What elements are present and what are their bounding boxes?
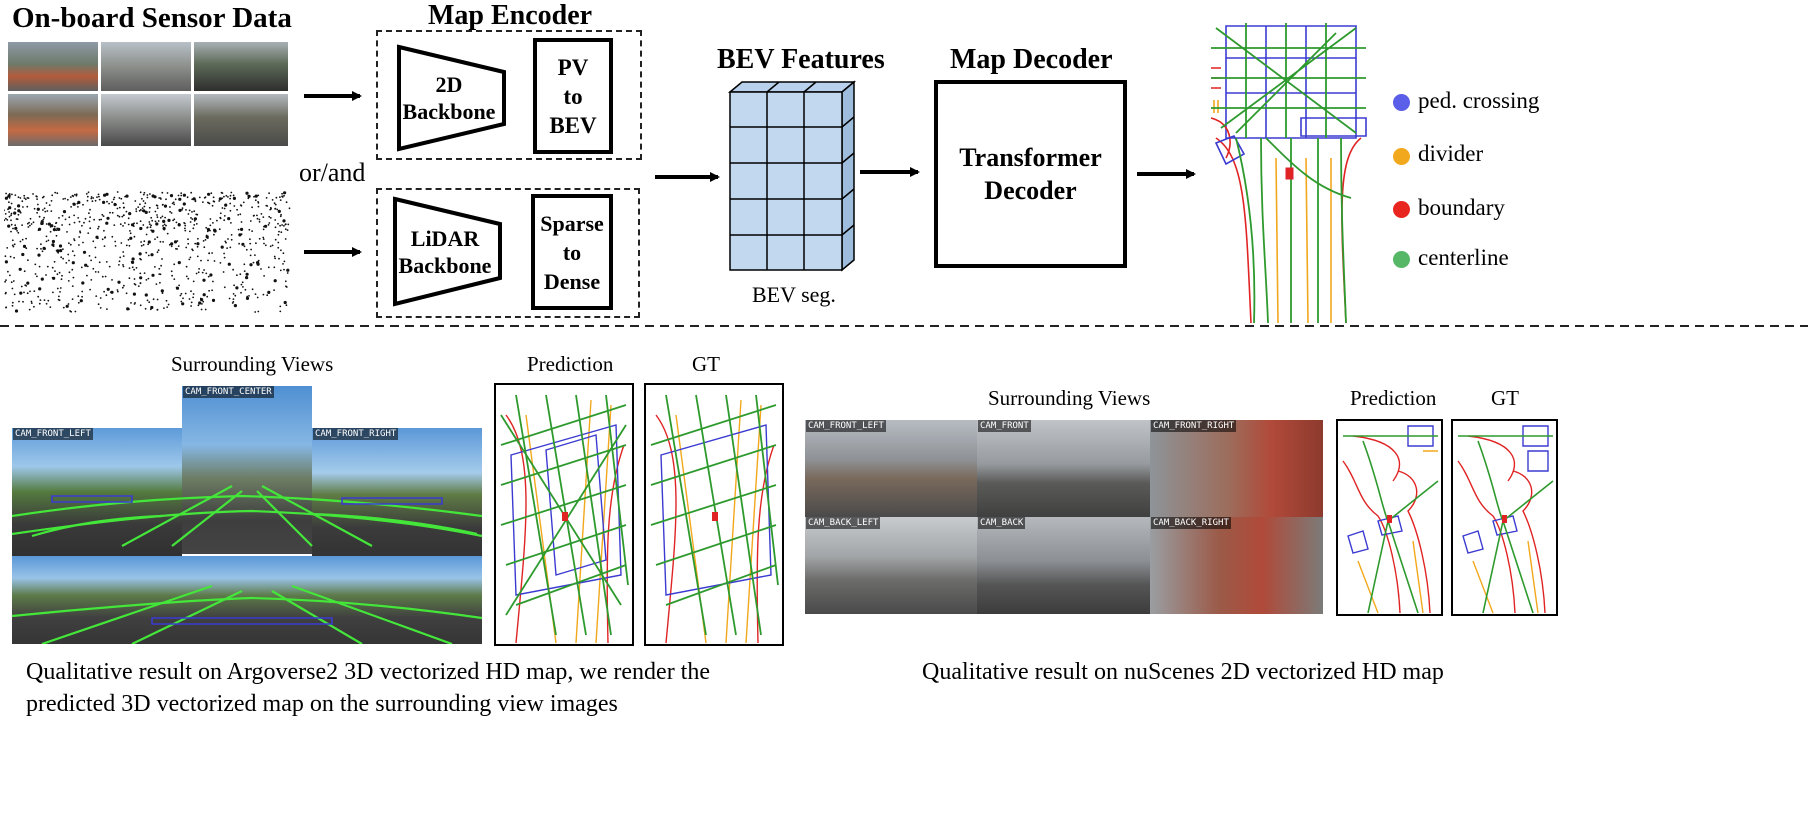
camera-encoder-group: 2D Backbone PV to BEV — [376, 30, 642, 160]
camera-image — [12, 556, 482, 644]
camera-thumb — [101, 42, 191, 91]
legend-label: centerline — [1418, 245, 1509, 270]
camera-thumb — [8, 42, 98, 91]
legend-swatch-centerline — [1393, 251, 1410, 268]
camera-tag: CAM_FRONT_RIGHT — [313, 428, 399, 440]
camera-image: CAM_FRONT_CENTER — [182, 386, 312, 554]
camera-image: CAM_FRONT — [977, 420, 1150, 517]
camera-image: CAM_BACK_LEFT — [805, 517, 977, 614]
camera-backbone-shape — [397, 44, 506, 152]
pv-to-bev-block: PV to BEV — [533, 38, 613, 154]
map-encoder-title: Map Encoder — [428, 0, 593, 31]
legend-label: ped. crossing — [1418, 88, 1540, 113]
argoverse-prediction-map — [494, 383, 634, 646]
camera-tag: CAM_FRONT — [978, 420, 1031, 432]
camera-thumb — [8, 94, 98, 146]
argoverse-caption: Qualitative result on Argoverse2 3D vect… — [26, 659, 710, 717]
camera-thumb — [194, 94, 288, 146]
legend-swatch-boundary — [1393, 201, 1410, 218]
camera-thumb — [194, 42, 288, 91]
camera-image: CAM_BACK_RIGHT — [1150, 517, 1323, 614]
camera-tag: CAM_BACK_RIGHT — [1151, 517, 1231, 529]
camera-image: CAM_BACK — [977, 517, 1150, 614]
sparse-to-dense-block: Sparse to Dense — [531, 194, 613, 310]
bev-seg-label: BEV seg. — [752, 282, 836, 307]
nuscenes-caption: Qualitative result on nuScenes 2D vector… — [922, 659, 1444, 685]
camera-tag: CAM_BACK_LEFT — [806, 517, 881, 529]
nuscenes-gt-title: GT — [1491, 386, 1519, 410]
camera-image: CAM_FRONT_RIGHT — [1150, 420, 1323, 517]
projected-vector-overlay — [12, 485, 482, 644]
camera-tag: CAM_FRONT_LEFT — [13, 428, 93, 440]
output-vector-map — [1210, 23, 1367, 324]
bev-feature-grid — [727, 80, 857, 272]
nuscenes-gt-map — [1451, 419, 1558, 616]
nuscenes-prediction-map — [1336, 419, 1443, 616]
argoverse-prediction-title: Prediction — [527, 352, 614, 376]
legend-label: boundary — [1418, 195, 1505, 220]
camera-tag: CAM_FRONT_LEFT — [806, 420, 886, 432]
argoverse-gt-title: GT — [692, 352, 720, 376]
camera-image: CAM_FRONT_LEFT — [805, 420, 977, 517]
legend-swatch-ped-crossing — [1393, 94, 1410, 111]
lidar-encoder-group: LiDAR Backbone Sparse to Dense — [376, 188, 640, 318]
camera-tag: CAM_FRONT_RIGHT — [1151, 420, 1237, 432]
sensor-data-title: On-board Sensor Data — [12, 2, 292, 34]
pipeline-arrows — [0, 91, 1808, 327]
lidar-backbone-label: LiDAR Backbone — [398, 226, 492, 278]
map-decoder-title: Map Decoder — [950, 44, 1113, 75]
nuscenes-prediction-title: Prediction — [1350, 386, 1437, 410]
or-and-label: or/and — [299, 158, 366, 187]
transformer-decoder-block: Transformer Decoder — [934, 80, 1127, 268]
argoverse-gt-map — [644, 383, 784, 646]
argoverse-views-title: Surrounding Views — [171, 352, 334, 376]
camera-backbone-label: 2D Backbone — [402, 72, 496, 124]
camera-tag: CAM_FRONT_CENTER — [183, 386, 274, 398]
legend-label: divider — [1418, 141, 1484, 166]
nuscenes-views-title: Surrounding Views — [988, 386, 1151, 410]
camera-thumb — [101, 94, 191, 146]
lidar-point-cloud — [4, 191, 291, 313]
legend-swatch-divider — [1393, 148, 1410, 165]
lidar-backbone-shape — [393, 196, 502, 307]
camera-image: CAM_FRONT_RIGHT — [312, 428, 482, 556]
camera-tag: CAM_BACK — [978, 517, 1026, 529]
bev-features-title: BEV Features — [717, 44, 885, 75]
